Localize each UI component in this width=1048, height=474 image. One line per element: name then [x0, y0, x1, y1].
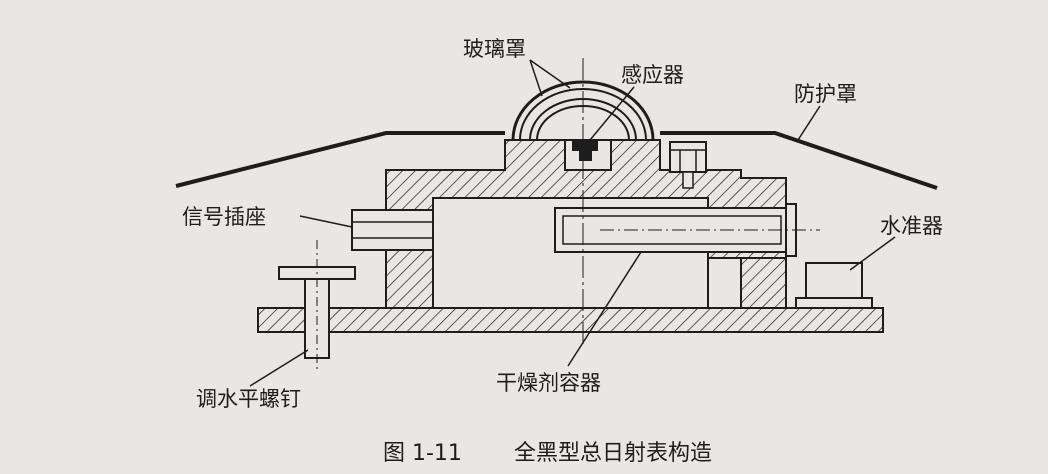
protective-shield	[175, 131, 505, 188]
label-signal-socket: 信号插座	[182, 205, 266, 229]
label-leveling-screw: 调水平螺钉	[196, 387, 301, 411]
label-level: 水准器	[880, 214, 943, 238]
label-desiccant: 干燥剂容器	[496, 371, 601, 395]
signal-socket	[351, 209, 434, 251]
outer-glass-dome	[511, 80, 655, 141]
shield-screw	[669, 141, 707, 173]
sensor-element	[572, 140, 598, 151]
figure-caption: 图 1-11 全黑型总日射表构造	[383, 435, 712, 467]
label-glass-cover: 玻璃罩	[463, 37, 526, 61]
base-plate	[257, 307, 884, 333]
caption-title: 全黑型总日射表构造	[513, 441, 712, 466]
caption-number: 图 1-11	[383, 441, 462, 466]
outer-glass-dome-inner	[519, 88, 647, 141]
label-sensor: 感应器	[621, 63, 684, 87]
label-shield: 防护罩	[794, 82, 857, 106]
